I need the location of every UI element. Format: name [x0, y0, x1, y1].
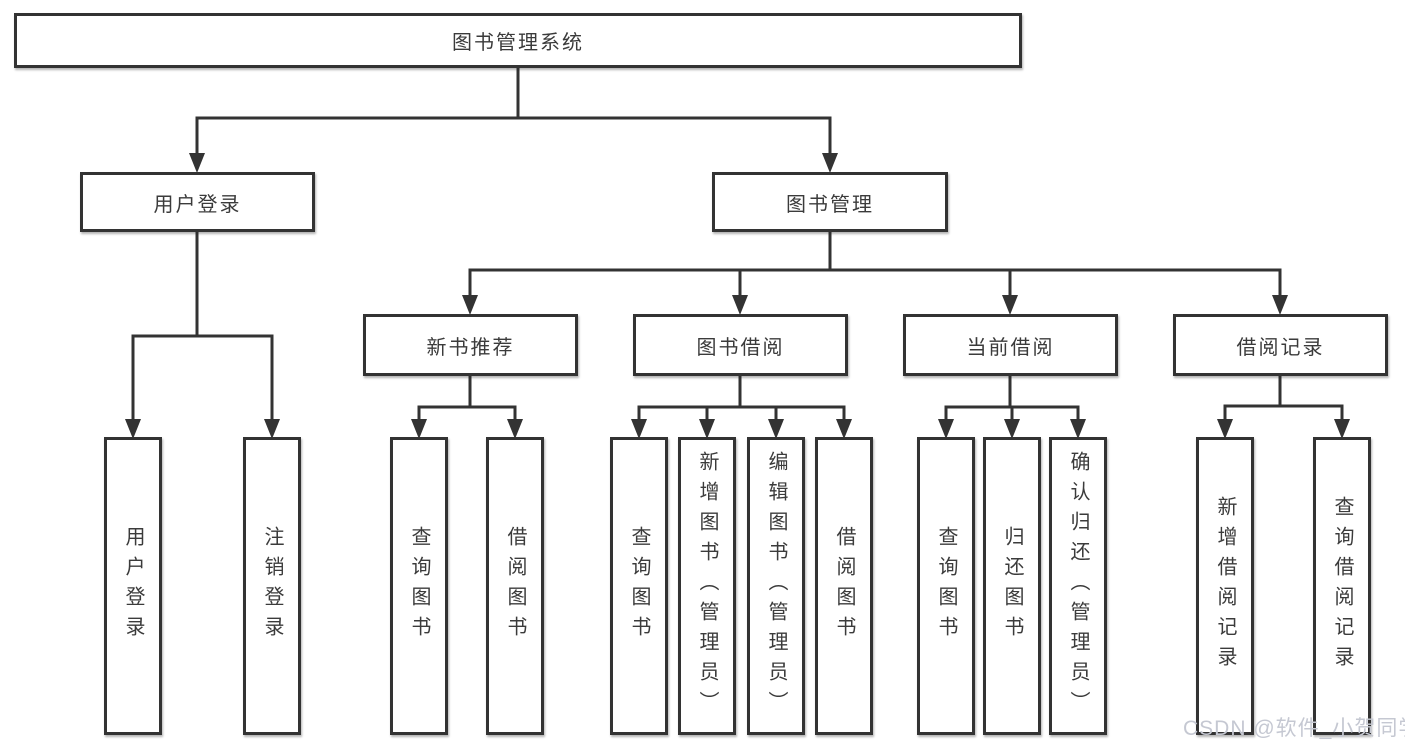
- leaf-br-query-record: 查询借阅记录: [1313, 437, 1371, 735]
- node-borrow-records: 借阅记录: [1173, 314, 1388, 376]
- csdn-watermark: CSDN @软件_小贺同学: [1183, 717, 1405, 740]
- node-label: 借阅图书: [833, 526, 855, 646]
- connector-segments: [131, 66, 1344, 423]
- node-label: 查询图书: [628, 526, 650, 646]
- node-label: 新书推荐: [426, 336, 515, 359]
- leaf-cb-return-books: 归还图书: [983, 437, 1041, 735]
- node-current-borrow: 当前借阅: [903, 314, 1118, 376]
- leaf-cb-query-books: 查询图书: [917, 437, 975, 735]
- node-label: 用户登录: [153, 193, 242, 216]
- node-label: 新增图书（管理员）: [696, 451, 718, 721]
- leaf-cb-confirm-return-admin: 确认归还（管理员）: [1049, 437, 1107, 735]
- node-label: 确认归还（管理员）: [1067, 451, 1089, 721]
- leaf-br-add-record: 新增借阅记录: [1196, 437, 1254, 735]
- node-label: 编辑图书（管理员）: [765, 451, 787, 721]
- node-label: 图书借阅: [696, 336, 785, 359]
- node-label: 新增借阅记录: [1214, 496, 1236, 676]
- leaf-bb-query-books: 查询图书: [610, 437, 668, 735]
- node-new-book-recommend: 新书推荐: [363, 314, 578, 376]
- node-label: 图书管理: [786, 193, 874, 216]
- node-book-borrow: 图书借阅: [633, 314, 848, 376]
- leaf-user-login: 用户登录: [104, 437, 162, 735]
- arrowhead-icons: [125, 153, 1350, 439]
- node-label: 查询图书: [408, 526, 430, 646]
- leaf-logout-login: 注销登录: [243, 437, 301, 735]
- node-label: 借阅记录: [1236, 336, 1325, 359]
- leaf-nb-query-books: 查询图书: [390, 437, 448, 735]
- node-label: 注销登录: [261, 526, 283, 646]
- node-label: 用户登录: [122, 526, 144, 646]
- node-label: 当前借阅: [966, 336, 1055, 359]
- node-library-system: 图书管理系统: [14, 13, 1022, 68]
- node-label: 查询借阅记录: [1331, 496, 1353, 676]
- leaf-bb-borrow-books: 借阅图书: [815, 437, 873, 735]
- node-book-management: 图书管理: [712, 172, 948, 232]
- leaf-nb-borrow-books: 借阅图书: [486, 437, 544, 735]
- node-label: 归还图书: [1001, 526, 1023, 646]
- node-label: 借阅图书: [504, 526, 526, 646]
- node-label: 查询图书: [935, 526, 957, 646]
- node-user-login: 用户登录: [80, 172, 315, 232]
- leaf-bb-add-books-admin: 新增图书（管理员）: [678, 437, 736, 735]
- leaf-bb-edit-books-admin: 编辑图书（管理员）: [747, 437, 805, 735]
- node-label: 图书管理系统: [452, 32, 584, 54]
